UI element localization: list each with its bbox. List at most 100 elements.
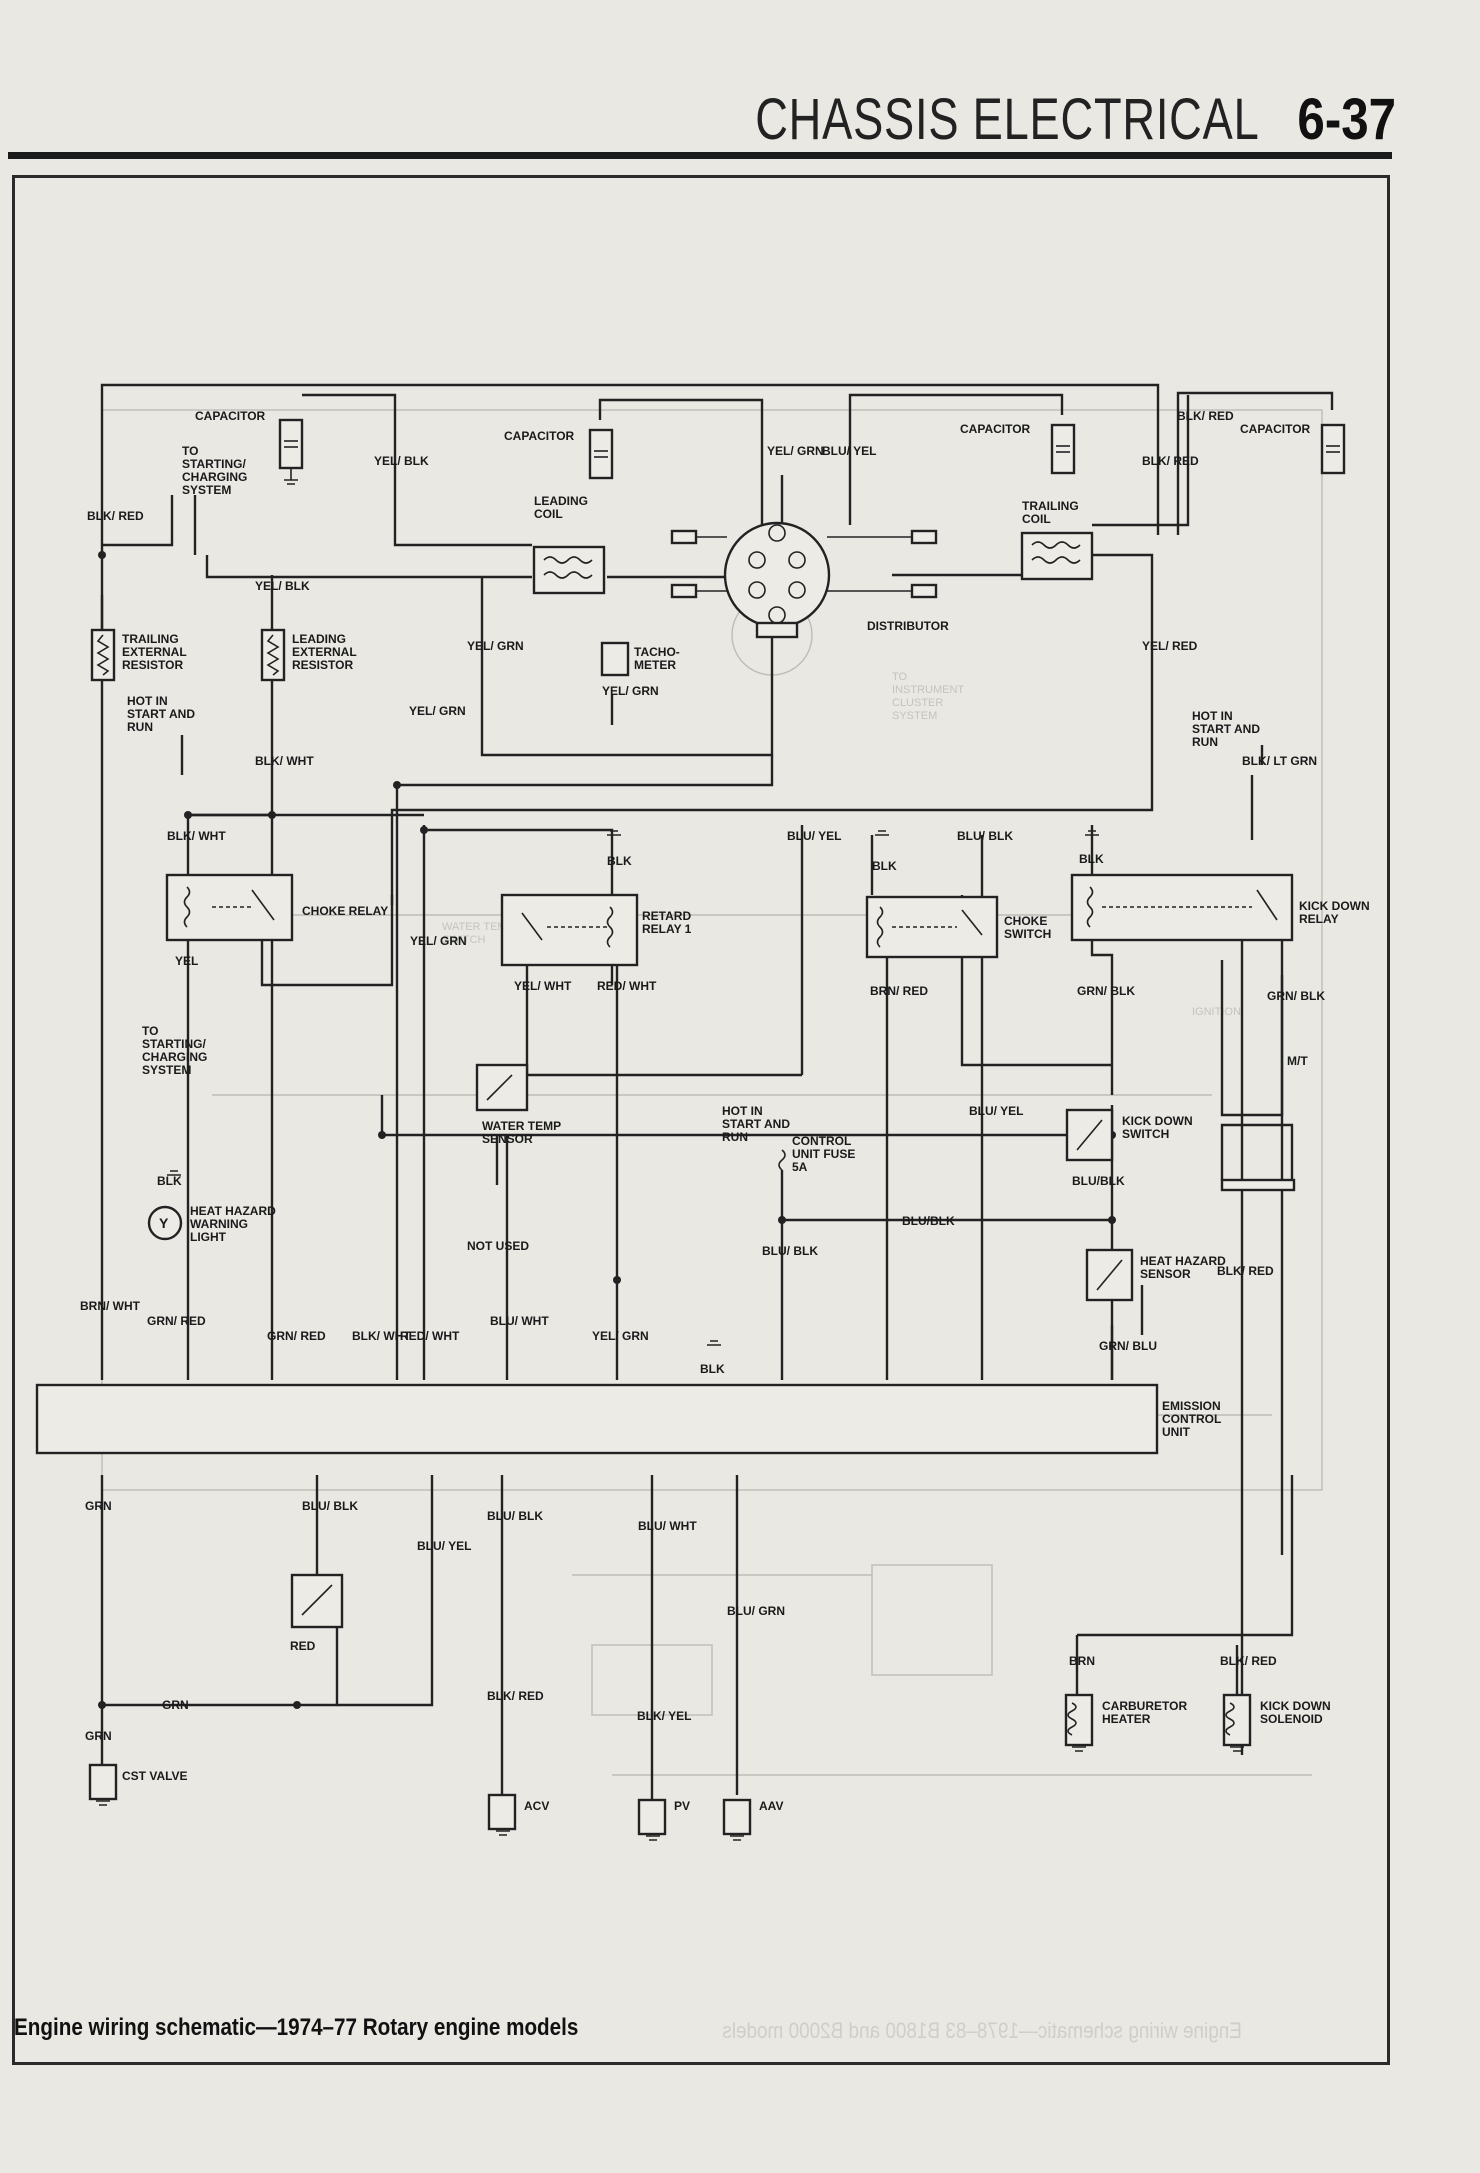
label-capacitor-1: CAPACITOR (195, 409, 266, 423)
ghost-caption: Engine wiring schematic—1978–83 B1800 an… (722, 2018, 1242, 2043)
wire-label: BLK/ RED (1177, 409, 1234, 423)
page-number: 6-37 (1297, 87, 1396, 152)
wire-labels: BLK/ RED YEL/ BLK YEL/ BLK YEL/ GRN BLU/… (80, 409, 1325, 1743)
wire-label: BLU/ YEL (822, 444, 876, 458)
water-temp-sensor (475, 1063, 529, 1112)
section-title: CHASSIS ELECTRICAL (755, 87, 1260, 152)
ground-symbols (96, 479, 1244, 1841)
capacitor-2 (588, 428, 614, 480)
label-distributor: DISTRIBUTOR (867, 619, 949, 633)
wire-label: BLK (1079, 852, 1104, 866)
wire-label: BLU/ BLK (302, 1499, 358, 1513)
tachometer (600, 641, 630, 677)
wire-label: BRN (1069, 1654, 1095, 1668)
diagram-frame (12, 175, 1390, 2065)
kickdown-solenoid (1222, 1693, 1252, 1747)
kickdown-switch (1065, 1108, 1114, 1162)
wire-label: BLU/ GRN (727, 1604, 785, 1618)
mt-connector (1220, 1123, 1296, 1192)
label-not-used: NOT USED (467, 1239, 529, 1253)
pv (637, 1798, 667, 1836)
header-rule (8, 152, 1392, 159)
wire-label: YEL/ RED (1142, 639, 1198, 653)
wire-label: BLK/ RED (1142, 454, 1199, 468)
acv (487, 1793, 517, 1831)
wire-label: BLU/BLK (902, 1214, 955, 1228)
spark-plug-leads (670, 529, 938, 599)
wire-label: BLK/ WHT (167, 829, 226, 843)
wire-label: YEL/ WHT (514, 979, 572, 993)
wire-label: YEL/ GRN (592, 1329, 649, 1343)
page-header: CHASSIS ELECTRICAL 6-37 (0, 0, 1480, 160)
wire-label: BLU/ BLK (487, 1509, 543, 1523)
cst-valve (88, 1763, 118, 1801)
carburetor-heater (1064, 1693, 1094, 1747)
wire-label: RED (290, 1639, 316, 1653)
wire-label: BLK/ YEL (637, 1709, 691, 1723)
wire-label: BLK/ WHT (255, 754, 314, 768)
junctions (98, 551, 1116, 1709)
wire-label: YEL/ GRN (767, 444, 824, 458)
label-cst-valve: CST VALVE (122, 1769, 188, 1783)
heat-hazard-light: Y (147, 1205, 183, 1241)
label-mt: M/T (1287, 1054, 1308, 1068)
trailing-resistor (90, 628, 116, 682)
wire-label: BLK (607, 854, 632, 868)
capacitor-1 (278, 418, 304, 480)
leading-coil (532, 545, 606, 595)
retard-relay (500, 893, 639, 967)
trailing-coil (1020, 531, 1094, 581)
wire-label: BRN/ WHT (80, 1299, 141, 1313)
aav (722, 1798, 752, 1836)
capacitor-3 (1050, 423, 1076, 475)
choke-relay (165, 873, 294, 942)
capacitor-4 (1320, 423, 1346, 475)
wire-label: BLK/ RED (87, 509, 144, 523)
label-tachometer: TACHO-METER (634, 645, 680, 672)
wire-label: BLK (872, 859, 897, 873)
wire-label: BLU/ YEL (969, 1104, 1023, 1118)
wire-label: GRN/ RED (267, 1329, 326, 1343)
label-capacitor-3: CAPACITOR (960, 422, 1031, 436)
svg-text:Y: Y (159, 1215, 169, 1231)
wire-label: BLK/ WHT (352, 1329, 411, 1343)
wire-label: YEL/ GRN (467, 639, 524, 653)
wire-label: GRN/ BLK (1077, 984, 1135, 998)
wire-label: BLK/ RED (1217, 1264, 1274, 1278)
leading-resistor (260, 628, 286, 682)
emission-control-unit (35, 1383, 1159, 1455)
figure-caption: Engine wiring schematic—1974–77 Rotary e… (14, 2014, 579, 2041)
wire-label: BLU/ WHT (490, 1314, 549, 1328)
heat-hazard-sensor (1085, 1248, 1134, 1302)
wire-label: YEL (175, 954, 198, 968)
wire-label: YEL/ BLK (255, 579, 310, 593)
wire-label: GRN (162, 1698, 189, 1712)
label-capacitor-4: CAPACITOR (1240, 422, 1311, 436)
label-choke-relay: CHOKE RELAY (302, 904, 388, 918)
label-aav: AAV (759, 1799, 783, 1813)
wire-label: GRN/ BLK (1267, 989, 1325, 1003)
wire-label: GRN/ RED (147, 1314, 206, 1328)
control-unit-fuse (778, 1149, 786, 1171)
